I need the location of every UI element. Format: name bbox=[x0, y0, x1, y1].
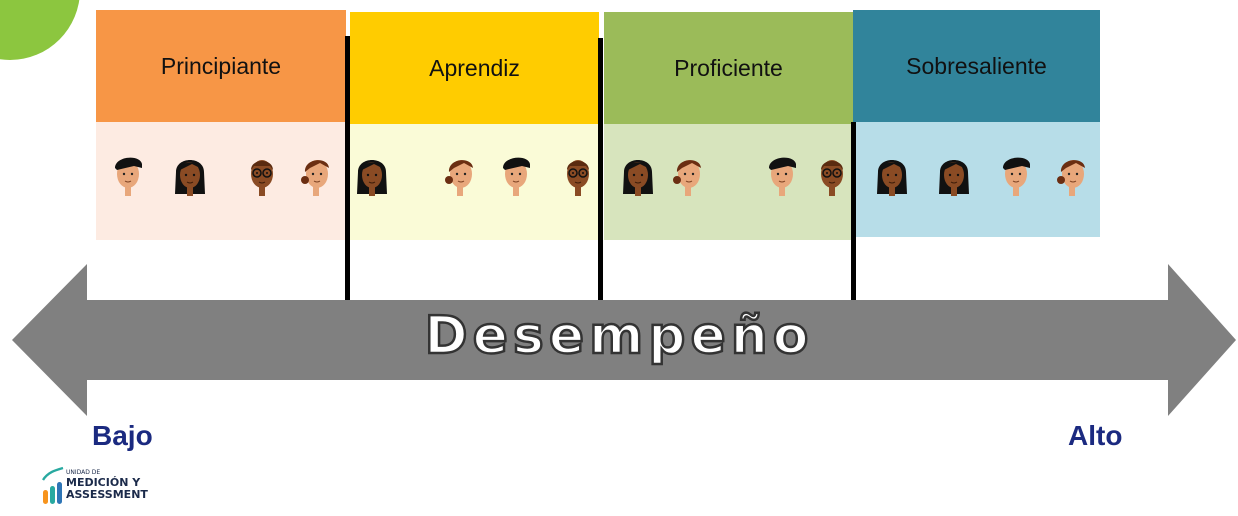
level-label: Sobresaliente bbox=[906, 52, 1047, 79]
level-header: Sobresaliente bbox=[853, 10, 1100, 122]
level-label: Principiante bbox=[160, 52, 282, 79]
students-row bbox=[0, 150, 1238, 220]
logo-line: MEDICIÓN Y bbox=[66, 475, 141, 489]
arrow-label: Desempeño bbox=[423, 305, 814, 368]
logo-line: ASSESSMENT bbox=[66, 487, 148, 501]
student-face-icon bbox=[108, 150, 148, 204]
level-principiante: Principiante bbox=[96, 10, 346, 240]
student-face-icon bbox=[242, 150, 282, 204]
level-header: Proficiente bbox=[604, 12, 853, 124]
level-proficiente: Proficiente bbox=[604, 10, 853, 240]
level-divider bbox=[345, 36, 350, 300]
student-face-icon bbox=[170, 150, 210, 204]
student-face-icon bbox=[440, 150, 480, 204]
student-face-icon bbox=[558, 150, 598, 204]
level-header: Aprendiz bbox=[350, 12, 599, 124]
student-face-icon bbox=[668, 150, 708, 204]
logo-line: UNIDAD DE bbox=[66, 469, 101, 476]
student-face-icon bbox=[618, 150, 658, 204]
scale-high-label: Alto bbox=[1068, 420, 1123, 451]
student-face-icon bbox=[352, 150, 392, 204]
student-face-icon bbox=[1052, 150, 1092, 204]
student-face-icon bbox=[496, 150, 536, 204]
student-face-icon bbox=[996, 150, 1036, 204]
student-face-icon bbox=[762, 150, 802, 204]
level-aprendiz: Aprendiz bbox=[350, 10, 599, 240]
scale-low-label: Bajo bbox=[92, 420, 153, 451]
level-body bbox=[350, 124, 599, 240]
level-header: Principiante bbox=[96, 10, 346, 122]
level-divider bbox=[598, 38, 603, 380]
student-face-icon bbox=[934, 150, 974, 204]
student-face-icon bbox=[872, 150, 912, 204]
level-divider bbox=[851, 122, 856, 300]
student-face-icon bbox=[296, 150, 336, 204]
level-label: Aprendiz bbox=[429, 54, 520, 81]
organization-logo: UNIDAD DE MEDICIÓN Y ASSESSMENT bbox=[42, 462, 182, 508]
logo-text: UNIDAD DE MEDICIÓN Y ASSESSMENT bbox=[66, 469, 148, 501]
student-face-icon bbox=[812, 150, 852, 204]
level-label: Proficiente bbox=[674, 54, 783, 81]
arrow-shape bbox=[12, 264, 1236, 416]
logo-bars-icon bbox=[42, 466, 64, 504]
